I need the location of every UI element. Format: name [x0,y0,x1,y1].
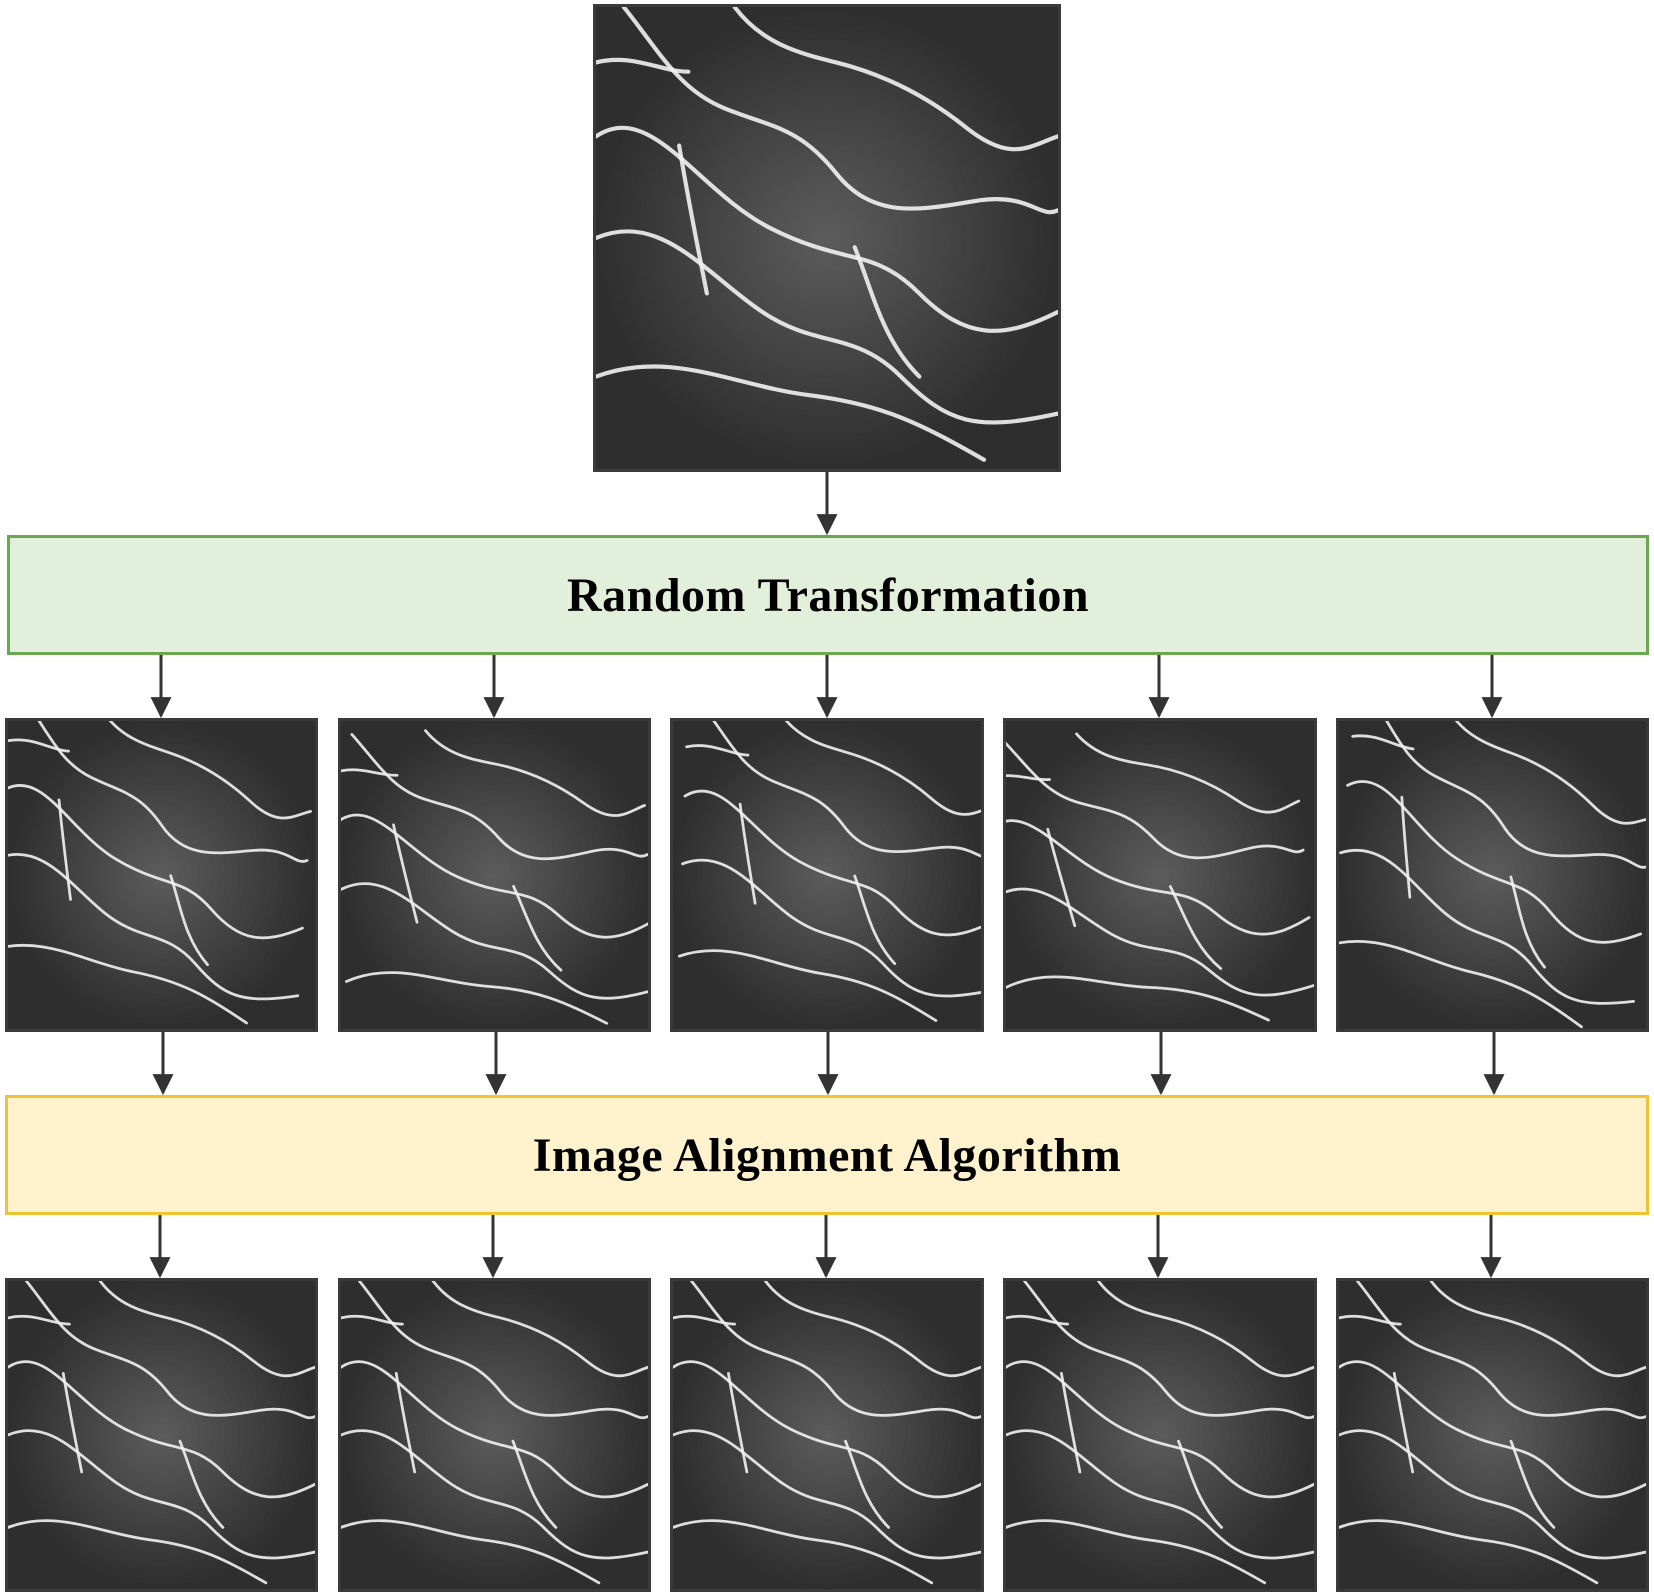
transformed-image-3 [670,718,984,1032]
aligned-image-4 [1003,1278,1317,1592]
aligned-image-3 [670,1278,984,1592]
random-transformation-label: Random Transformation [567,568,1089,623]
aligned-image-2 [338,1278,651,1592]
source-image [593,4,1061,472]
random-transformation-box: Random Transformation [7,535,1649,655]
aligned-image-5 [1336,1278,1649,1592]
image-alignment-box: Image Alignment Algorithm [5,1095,1649,1215]
transformed-image-2 [338,718,651,1032]
transformed-image-5 [1336,718,1649,1032]
image-alignment-label: Image Alignment Algorithm [533,1128,1121,1183]
aligned-image-1 [5,1278,318,1592]
transformed-image-1 [5,718,318,1032]
transformed-image-4 [1003,718,1317,1032]
